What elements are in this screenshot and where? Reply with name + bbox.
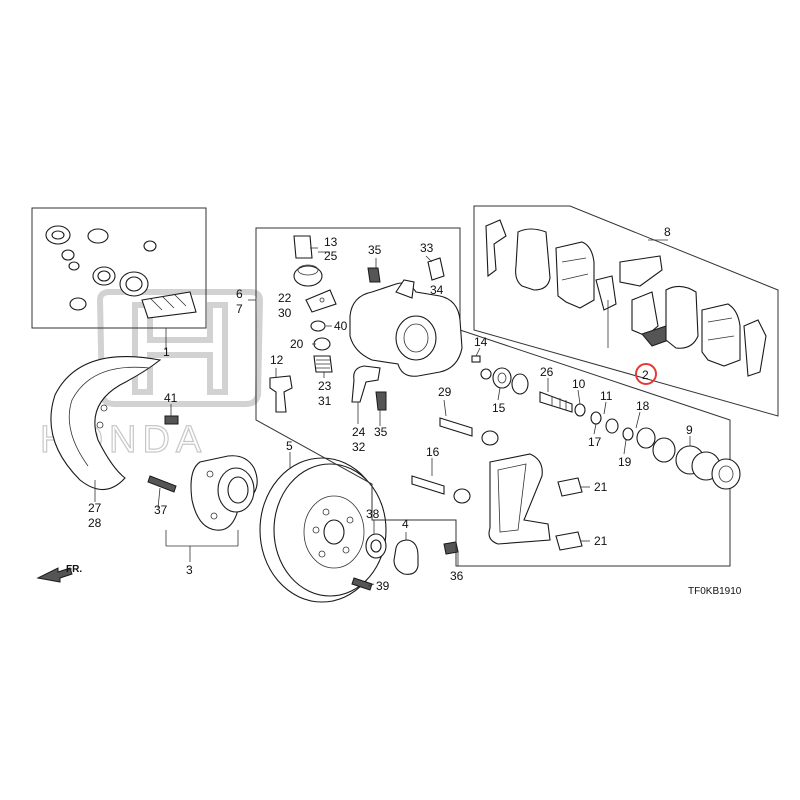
seal-kit-group bbox=[31, 207, 207, 350]
callout-32: 32 bbox=[352, 440, 366, 454]
callout-36: 36 bbox=[450, 569, 464, 583]
brake-disc bbox=[259, 452, 387, 603]
callout-10: 10 bbox=[572, 377, 586, 391]
callout-12: 12 bbox=[270, 353, 284, 367]
callout-24: 24 bbox=[352, 425, 366, 439]
hub-bearing bbox=[147, 455, 258, 562]
callout-40: 40 bbox=[334, 319, 348, 333]
caliper-bracket bbox=[488, 453, 583, 551]
callout-2: 2 bbox=[642, 368, 649, 382]
callout-1: 1 bbox=[163, 345, 170, 359]
callout-17: 17 bbox=[588, 435, 602, 449]
callout-34: 34 bbox=[430, 283, 444, 297]
callout-39: 39 bbox=[376, 579, 390, 593]
callout-11: 11 bbox=[600, 389, 613, 403]
callout-18: 18 bbox=[636, 399, 650, 413]
callout-31: 31 bbox=[318, 394, 332, 408]
highlight-circle bbox=[635, 363, 657, 385]
callout-15: 15 bbox=[492, 401, 506, 415]
callout-labels: 1 2 3 4 5 6 7 8 9 10 11 12 13 14 15 16 1… bbox=[88, 225, 693, 593]
callout-35b: 35 bbox=[374, 425, 388, 439]
callout-9: 9 bbox=[686, 423, 693, 437]
callout-35a: 35 bbox=[368, 243, 382, 257]
callout-27: 27 bbox=[88, 501, 102, 515]
callout-26: 26 bbox=[540, 365, 554, 379]
callout-6: 6 bbox=[236, 287, 243, 301]
front-marker: FR. bbox=[66, 564, 82, 575]
callout-41: 41 bbox=[164, 391, 178, 405]
callout-20: 20 bbox=[290, 337, 304, 351]
callout-37: 37 bbox=[154, 503, 168, 517]
callout-8: 8 bbox=[664, 225, 671, 239]
callout-13: 13 bbox=[324, 235, 338, 249]
callout-28: 28 bbox=[88, 516, 102, 530]
callout-25: 25 bbox=[324, 249, 338, 263]
callout-33: 33 bbox=[420, 241, 434, 255]
hub-cap-and-nut bbox=[351, 533, 459, 591]
callout-22: 22 bbox=[278, 291, 292, 305]
image-code: TF0KB1910 bbox=[688, 586, 742, 597]
brake-pad-group bbox=[473, 205, 779, 417]
callout-30: 30 bbox=[278, 306, 292, 320]
callout-19: 19 bbox=[618, 455, 632, 469]
bolt-41 bbox=[164, 404, 179, 425]
callout-3: 3 bbox=[186, 563, 193, 577]
guide-pins bbox=[411, 417, 499, 504]
callout-16: 16 bbox=[426, 445, 440, 459]
caliper-group bbox=[248, 227, 731, 567]
callout-29: 29 bbox=[438, 385, 452, 399]
callout-21a: 21 bbox=[594, 480, 608, 494]
callout-7: 7 bbox=[236, 302, 243, 316]
callout-38: 38 bbox=[366, 507, 380, 521]
callout-14: 14 bbox=[474, 335, 488, 349]
callout-23: 23 bbox=[318, 379, 332, 393]
piston-parts bbox=[471, 355, 741, 490]
dust-shield bbox=[50, 356, 162, 502]
callout-4: 4 bbox=[402, 517, 409, 531]
front-arrow: FR. bbox=[36, 564, 82, 583]
callout-21b: 21 bbox=[594, 534, 608, 548]
callout-5: 5 bbox=[286, 439, 293, 453]
leader-lines bbox=[157, 251, 691, 587]
